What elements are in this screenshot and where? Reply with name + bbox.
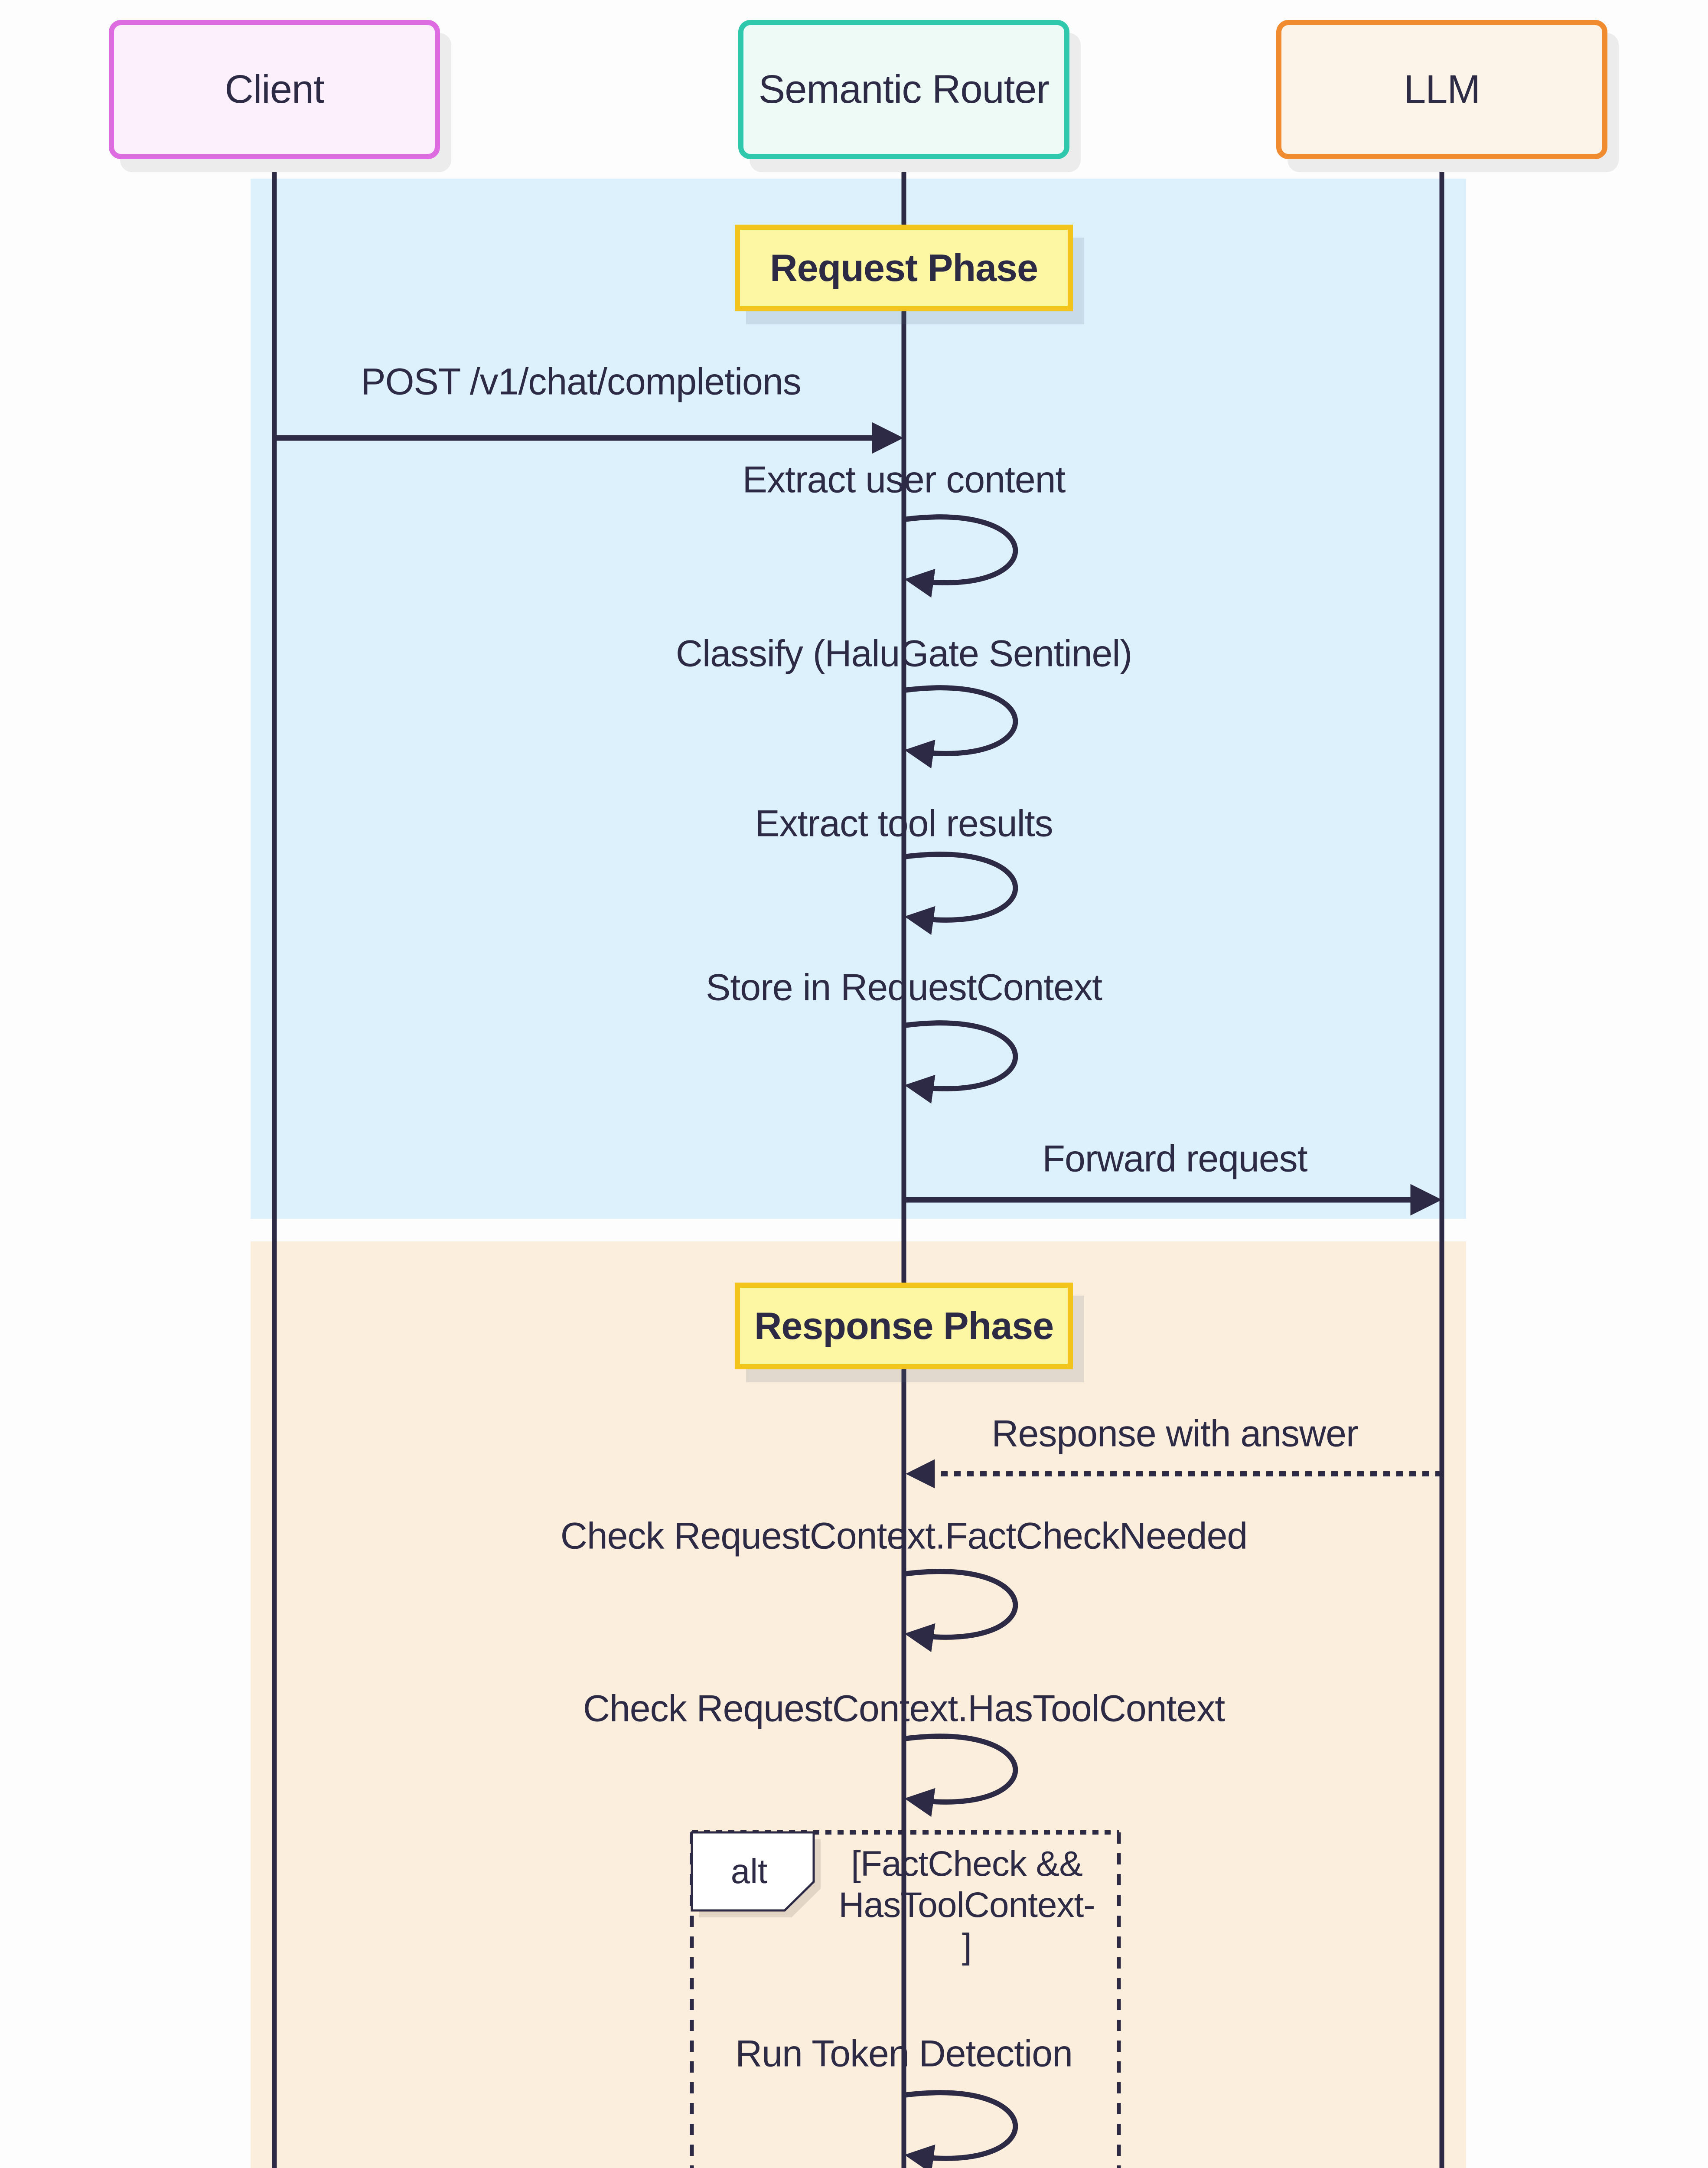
message-label-check-hastoolcontext: Check RequestContext.HasToolContext	[583, 1688, 1225, 1730]
response-phase-band	[251, 1241, 1466, 2168]
message-label-response-with-answer: Response with answer	[991, 1413, 1358, 1455]
message-label-classify: Classify (HaluGate Sentinel)	[675, 633, 1132, 675]
self-loop-extract-user-content	[903, 514, 1018, 598]
alt-condition-1-line: ]	[962, 1926, 972, 1966]
alt-label: alt	[730, 1852, 768, 1890]
message-label-forward-request: Forward request	[1042, 1138, 1307, 1180]
alt-label-box	[691, 1831, 815, 1912]
message-label-extract-user-content: Extract user content	[742, 459, 1066, 501]
self-loop-check-hastoolcontext	[903, 1734, 1018, 1817]
request-phase-note-label: Request Phase	[770, 246, 1038, 289]
actor-llm-top: LLM	[1276, 20, 1607, 159]
self-loop-check-factcheck	[903, 1569, 1018, 1652]
self-loop-store-context	[903, 1020, 1018, 1104]
self-loop-classify	[903, 685, 1018, 769]
actor-llm-label: LLM	[1404, 67, 1480, 111]
self-loop-token-detection	[903, 2090, 1018, 2168]
actor-semantic-router-label: Semantic Router	[758, 67, 1050, 111]
message-label-post-request: POST /v1/chat/completions	[361, 361, 801, 403]
message-label-check-factcheck: Check RequestContext.FactCheckNeeded	[560, 1515, 1248, 1557]
alt-condition-1-line: HasToolContext-	[838, 1885, 1095, 1925]
request-phase-note: Request Phase	[735, 225, 1073, 311]
response-phase-note: Response Phase	[735, 1283, 1073, 1369]
response-phase-note-label: Response Phase	[754, 1304, 1054, 1347]
actor-client-label: Client	[225, 67, 324, 111]
request-phase-band	[251, 179, 1466, 1219]
message-label-token-detection: Run Token Detection	[735, 2033, 1073, 2075]
actor-semantic-router-top: Semantic Router	[738, 20, 1069, 159]
message-label-store-context: Store in RequestContext	[706, 966, 1102, 1009]
message-label-extract-tool-results: Extract tool results	[755, 803, 1053, 845]
actor-client-top: Client	[109, 20, 440, 159]
self-loop-extract-tool-results	[903, 852, 1018, 935]
alt-condition-1-line: [FactCheck &&	[851, 1844, 1083, 1884]
